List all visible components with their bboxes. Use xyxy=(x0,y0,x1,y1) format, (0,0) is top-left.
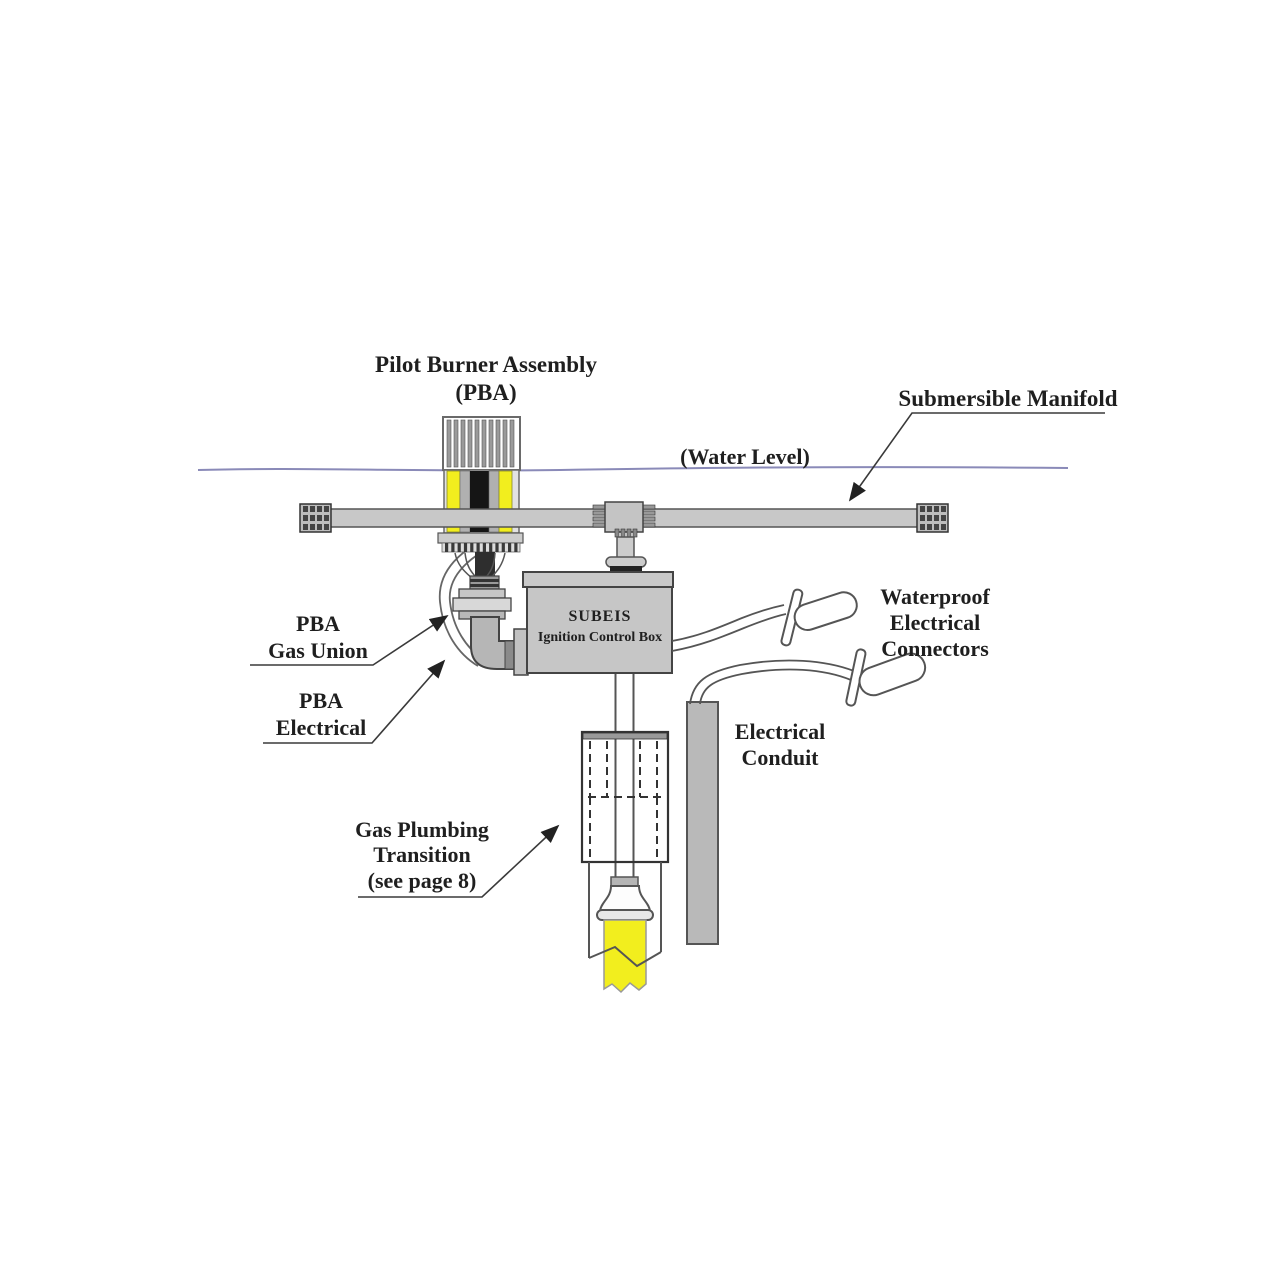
transition-bell xyxy=(596,876,654,921)
manifold-left-fitting xyxy=(299,503,332,533)
label-water-level: (Water Level) xyxy=(680,444,810,469)
label-waterproof-line1: Waterproof xyxy=(880,584,990,609)
label-pba-gas-union-line1: PBA xyxy=(296,611,340,636)
label-waterproof-line2: Electrical xyxy=(890,610,980,635)
pba-gas-union xyxy=(452,575,512,620)
label-electrical-conduit-line2: Conduit xyxy=(741,745,819,770)
connector-cable-1 xyxy=(671,604,787,652)
manifold-right-fitting xyxy=(916,503,949,533)
label-pba-title-line2: (PBA) xyxy=(455,380,516,405)
label-electrical-conduit-line1: Electrical xyxy=(735,719,825,744)
control-box-subtitle: Ignition Control Box xyxy=(538,630,662,645)
label-gas-plumbing-line3: (see page 8) xyxy=(368,868,477,893)
manifold-tee xyxy=(592,501,656,572)
connector-cable-2 xyxy=(689,659,855,705)
label-pba-title-line1: Pilot Burner Assembly xyxy=(375,352,597,377)
label-pba-electrical-line1: PBA xyxy=(299,688,343,713)
control-box-title: SUBEIS xyxy=(569,608,632,625)
label-gas-plumbing-line2: Transition xyxy=(373,842,470,867)
outer-tube-break xyxy=(588,945,662,968)
ignition-control-box: SUBEIS Ignition Control Box xyxy=(522,571,674,674)
label-waterproof-line3: Connectors xyxy=(881,636,989,661)
label-pba-gas-union-line2: Gas Union xyxy=(268,638,368,663)
water-level-line xyxy=(197,466,1069,472)
transition-coupling-box xyxy=(580,730,670,864)
pba-electrical-leader xyxy=(263,659,446,744)
submersible-manifold xyxy=(299,501,949,572)
pba-vent-slats xyxy=(442,416,521,471)
waterproof-connector-2 xyxy=(845,648,927,707)
gas-plumbing-transition xyxy=(580,674,670,994)
waterproof-connector-1 xyxy=(780,588,858,647)
label-gas-plumbing-line1: Gas Plumbing xyxy=(355,817,489,842)
pba-flange xyxy=(437,532,524,581)
pba-gas-union-leader xyxy=(250,614,449,666)
electrical-conduit xyxy=(686,701,719,945)
submersible-manifold-leader xyxy=(848,412,1105,502)
label-pba-electrical-line2: Electrical xyxy=(276,715,366,740)
gas-plumbing-leader xyxy=(358,824,560,898)
control-box-body xyxy=(526,586,673,674)
label-submersible-manifold: Submersible Manifold xyxy=(898,386,1117,411)
pba-elbow xyxy=(470,616,529,676)
